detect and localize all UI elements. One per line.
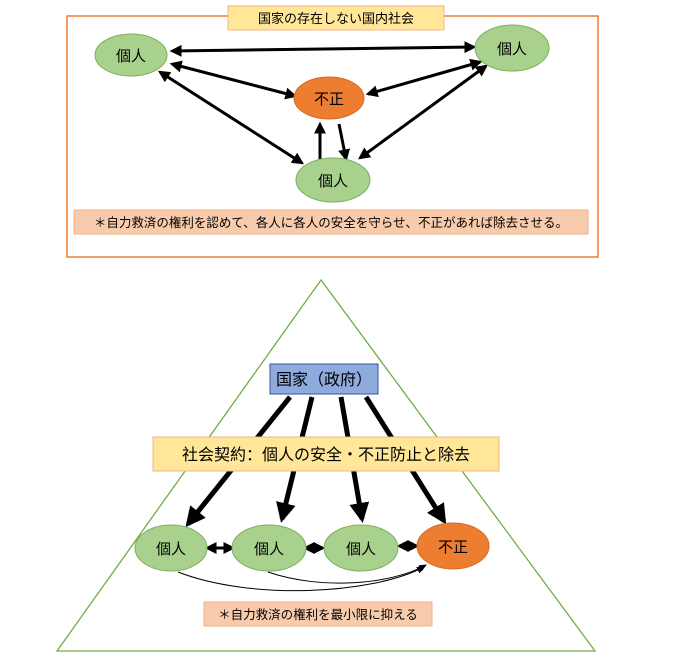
top-title: 国家の存在しない国内社会: [258, 11, 414, 27]
contract-box: [152, 436, 500, 472]
peer-arrows: [204, 540, 420, 554]
bottom-note: ＊自力救済の権利を最小限に抑える: [218, 607, 418, 622]
bottom-node-2-label: 個人: [254, 540, 284, 558]
top-node-center: 不正: [293, 76, 365, 120]
contract-label: 社会契約：個人の安全・不正防止と除去: [182, 445, 470, 464]
arrow-center-to-bottom: [337, 123, 351, 162]
top-node-center-label: 不正: [314, 90, 344, 108]
state-box: [269, 363, 379, 395]
top-node-right: 個人: [474, 24, 550, 72]
arrow-left-bottom: [157, 70, 305, 165]
curve-node1-to-injustice: [177, 566, 425, 592]
top-node-bottom-label: 個人: [318, 172, 348, 190]
top-node-left: 個人: [94, 33, 168, 77]
arrow-left-right: [169, 41, 477, 57]
top-title-box: [227, 5, 445, 31]
state-label: 国家（政府）: [276, 370, 372, 389]
top-node-left-label: 個人: [116, 47, 146, 65]
bottom-node-1-label: 個人: [156, 540, 186, 558]
bottom-node-1: 個人: [134, 524, 208, 572]
top-node-bottom: 個人: [295, 157, 371, 203]
bottom-node-2: 個人: [231, 524, 307, 572]
bottom-note-box: [203, 601, 433, 627]
bottom-node-3-label: 個人: [346, 540, 376, 558]
top-note-box: [73, 209, 589, 235]
bottom-node-3: 個人: [323, 524, 399, 572]
top-arrows: [157, 41, 488, 165]
top-note: ＊自力救済の権利を認めて、各人に各人の安全を守らせ、不正があれば除去させる。: [94, 215, 568, 230]
top-node-right-label: 個人: [497, 40, 527, 58]
arrow-right-bottom: [358, 64, 488, 160]
bottom-node-injustice-label: 不正: [438, 538, 468, 556]
bottom-node-injustice: 不正: [416, 522, 490, 570]
curved-arrows: [177, 564, 427, 592]
curve-node2-to-injustice: [267, 564, 427, 584]
